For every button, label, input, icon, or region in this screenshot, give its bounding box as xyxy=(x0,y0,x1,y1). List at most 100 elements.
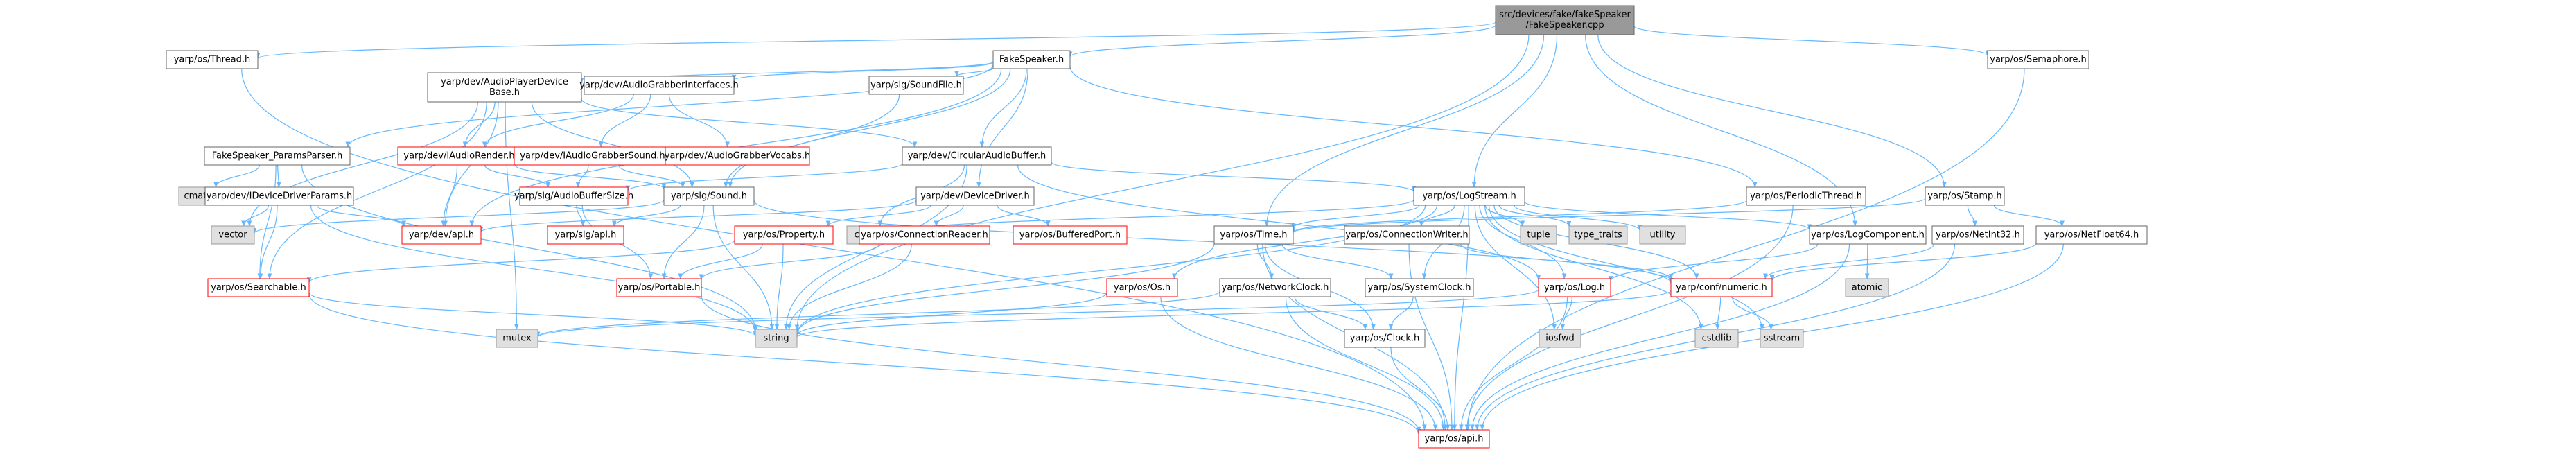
node-label: Base.h xyxy=(489,87,520,98)
node-confnumeric[interactable]: yarp/conf/numeric.h xyxy=(1670,278,1773,297)
edge-logstream-to-utility xyxy=(1514,205,1642,232)
edge-devicedriver-to-devapi xyxy=(478,200,917,233)
edge-time-to-systemclock xyxy=(1281,243,1394,279)
edge-property-to-searchable xyxy=(306,239,735,284)
node-clock[interactable]: yarp/os/Clock.h xyxy=(1344,329,1426,348)
node-cstdlib[interactable]: cstdlib xyxy=(1694,329,1739,348)
node-connectionreader[interactable]: yarp/os/ConnectionReader.h xyxy=(859,225,990,245)
node-soundfile[interactable]: yarp/sig/SoundFile.h xyxy=(868,76,964,95)
edge-logstream-to-os_h xyxy=(1172,205,1438,279)
node-box xyxy=(1845,278,1889,297)
edge-circularbuffer-to-log xyxy=(1017,164,1541,281)
node-devapi[interactable]: yarp/dev/api.h xyxy=(401,225,482,245)
node-box xyxy=(1639,225,1686,245)
edge-connectionreader-to-portable xyxy=(699,243,880,280)
node-netfloat64[interactable]: yarp/os/NetFloat64.h xyxy=(2035,225,2148,245)
edge-log-to-iosfwd xyxy=(1560,296,1572,330)
edge-property-to-string xyxy=(774,243,784,330)
node-tuple[interactable]: tuple xyxy=(1520,225,1557,245)
edge-fakespeaker_h-to-devicedriver xyxy=(976,68,1028,188)
edge-clock-to-osapi xyxy=(1390,347,1451,431)
node-box xyxy=(401,225,482,245)
node-label: yarp/sig/api.h xyxy=(555,230,617,241)
node-devicedriver[interactable]: yarp/dev/DeviceDriver.h xyxy=(915,186,1035,206)
edge-connectionwriter-to-confnumeric xyxy=(1460,243,1674,280)
node-label: yarp/dev/AudioGrabberVocabs.h xyxy=(665,151,811,162)
node-string[interactable]: string xyxy=(755,329,798,348)
node-type-traits[interactable]: type_traits xyxy=(1568,225,1628,245)
node-systemclock[interactable]: yarp/os/SystemClock.h xyxy=(1365,278,1474,297)
node-iosfwd[interactable]: iosfwd xyxy=(1539,329,1581,348)
node-bufferedport[interactable]: yarp/os/BufferedPort.h xyxy=(1013,225,1128,245)
node-audiograbbervocabs[interactable]: yarp/dev/AudioGrabberVocabs.h xyxy=(665,146,811,166)
node-box xyxy=(519,186,629,206)
node-thread[interactable]: yarp/os/Thread.h xyxy=(166,50,259,69)
node-box xyxy=(1694,329,1739,348)
edge-ideviceparams-to-vector xyxy=(241,205,270,227)
node-stamp[interactable]: yarp/os/Stamp.h xyxy=(1925,186,2005,206)
node-audiobuffersize[interactable]: yarp/sig/AudioBufferSize.h xyxy=(514,186,633,206)
node-fakespeaker-h[interactable]: FakeSpeaker.h xyxy=(992,50,1071,69)
node-property[interactable]: yarp/os/Property.h xyxy=(734,225,834,245)
node-box xyxy=(1538,278,1611,297)
node-ideviceparams[interactable]: yarp/dev/IDeviceDriverParams.h xyxy=(204,186,354,206)
node-label: yarp/sig/AudioBufferSize.h xyxy=(514,191,633,202)
node-box xyxy=(1418,429,1490,449)
node-netint32[interactable]: yarp/os/NetInt32.h xyxy=(1931,225,2024,245)
edge-root-to-stamp xyxy=(1597,34,1947,188)
edge-connectionwriter-to-osapi xyxy=(1408,243,1455,431)
node-vector[interactable]: vector xyxy=(211,225,255,245)
node-semaphore[interactable]: yarp/os/Semaphore.h xyxy=(1987,50,2089,69)
node-iaudiograbbersound[interactable]: yarp/dev/IAudioGrabberSound.h xyxy=(514,146,672,166)
edge-fakespeaker_h-to-sound xyxy=(728,68,1011,188)
node-logstream[interactable]: yarp/os/LogStream.h xyxy=(1413,186,1525,206)
node-label: FakeSpeaker_ParamsParser.h xyxy=(212,151,343,162)
edge-iaudiorender-to-audiobuffersize xyxy=(484,164,551,188)
node-circularbuffer[interactable]: yarp/dev/CircularAudioBuffer.h xyxy=(902,146,1052,166)
node-label: tuple xyxy=(1527,230,1550,241)
node-box xyxy=(1746,186,1866,206)
node-box xyxy=(2035,225,2148,245)
node-time[interactable]: yarp/os/Time.h xyxy=(1213,225,1294,245)
edge-semaphore-to-osapi xyxy=(1465,68,2025,431)
node-sound[interactable]: yarp/sig/Sound.h xyxy=(663,186,755,206)
node-networkclock[interactable]: yarp/os/NetworkClock.h xyxy=(1219,278,1331,297)
edge-root-to-logstream xyxy=(1471,34,1558,188)
node-label: yarp/dev/DeviceDriver.h xyxy=(920,191,1030,202)
node-box xyxy=(204,186,354,206)
node-label: yarp/dev/IAudioGrabberSound.h xyxy=(520,151,665,162)
node-box xyxy=(514,146,672,166)
node-logcomponent[interactable]: yarp/os/LogComponent.h xyxy=(1809,225,1927,245)
node-os-h[interactable]: yarp/os/Os.h xyxy=(1106,278,1178,297)
node-connectionwriter[interactable]: yarp/os/ConnectionWriter.h xyxy=(1344,225,1470,245)
node-root[interactable]: src/devices/fake/fakeSpeaker/FakeSpeaker… xyxy=(1495,5,1635,35)
edge-audioplayer-to-searchable xyxy=(267,101,487,279)
node-label: yarp/os/PeriodicThread.h xyxy=(1750,191,1862,202)
node-iaudiorender[interactable]: yarp/dev/IAudioRender.h xyxy=(397,146,521,166)
node-log[interactable]: yarp/os/Log.h xyxy=(1538,278,1611,297)
node-utility[interactable]: utility xyxy=(1639,225,1686,245)
node-label: yarp/os/Log.h xyxy=(1544,283,1605,293)
edge-time-to-networkclock xyxy=(1256,243,1274,279)
node-box xyxy=(496,329,538,348)
node-searchable[interactable]: yarp/os/Searchable.h xyxy=(207,278,310,297)
node-atomic[interactable]: atomic xyxy=(1845,278,1889,297)
edge-log-to-osapi xyxy=(1459,296,1568,431)
node-periodicthread[interactable]: yarp/os/PeriodicThread.h xyxy=(1746,186,1866,206)
node-paramsparser[interactable]: FakeSpeaker_ParamsParser.h xyxy=(204,146,351,166)
node-box xyxy=(1344,329,1426,348)
edge-log-to-mutex xyxy=(535,288,1539,338)
node-sigapi[interactable]: yarp/sig/api.h xyxy=(547,225,624,245)
node-sstream[interactable]: sstream xyxy=(1760,329,1804,348)
node-label: sstream xyxy=(1764,333,1800,344)
node-osapi[interactable]: yarp/os/api.h xyxy=(1418,429,1490,449)
node-box xyxy=(755,329,798,348)
node-box xyxy=(1539,329,1581,348)
node-box xyxy=(166,50,259,69)
node-mutex[interactable]: mutex xyxy=(496,329,538,348)
node-portable[interactable]: yarp/os/Portable.h xyxy=(616,278,702,297)
edge-logcomponent-to-log xyxy=(1608,243,1819,282)
edge-soundfile-to-sound xyxy=(723,94,900,188)
node-grabberinterfaces[interactable]: yarp/dev/AudioGrabberInterfaces.h xyxy=(579,76,739,95)
